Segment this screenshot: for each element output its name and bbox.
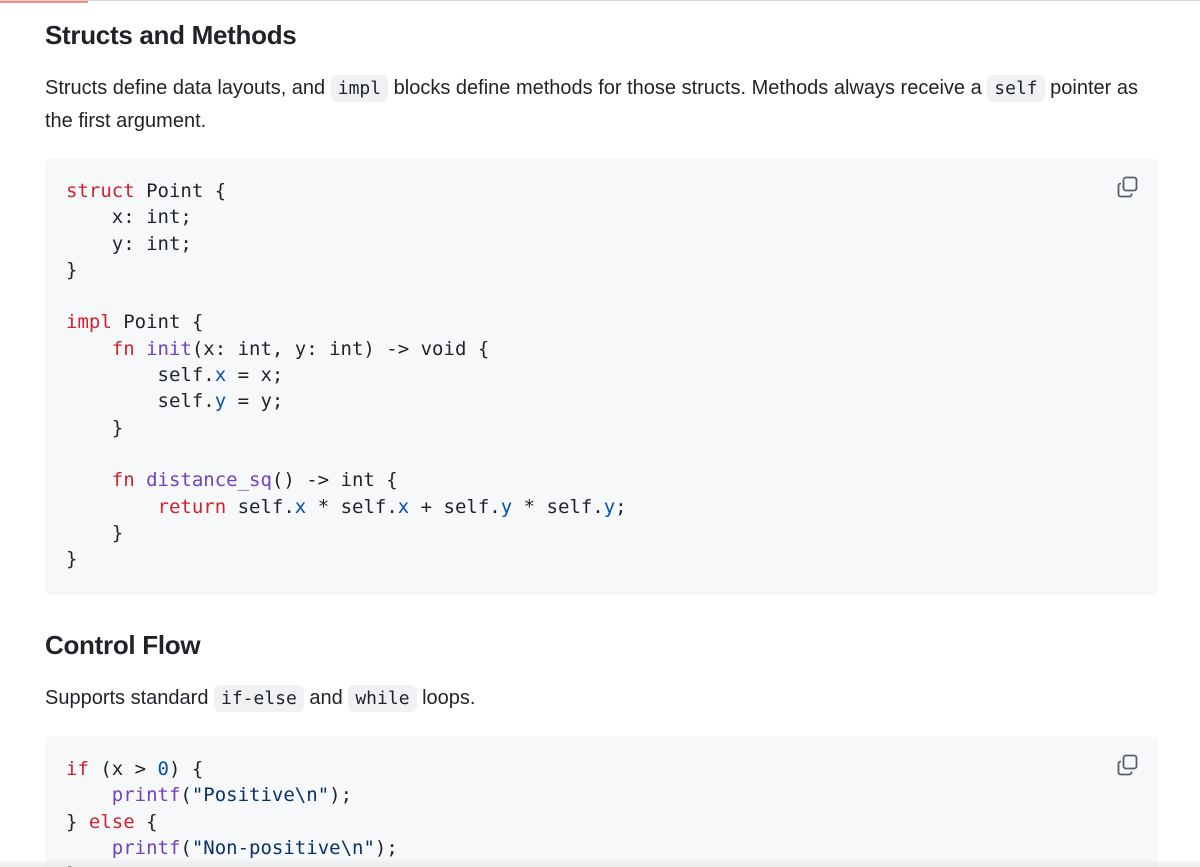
keyword-fn: fn [66,337,147,360]
code-text: { [134,810,158,833]
text: pointer as the first argument. [45,77,1139,132]
function-name-printf: printf [111,836,181,859]
heading-control-flow: Control Flow [45,630,201,660]
property-x: x [214,364,227,387]
code-text: ( [180,784,192,807]
code-text: ); [374,836,398,859]
heading-structs-and-methods: Structs and Methods [45,20,297,50]
keyword-return: return [66,495,227,518]
string-literal: "Non-positive\n" [191,836,375,859]
inline-code-impl: impl [330,75,389,102]
text: blocks define methods for those structs.… [388,77,988,99]
code-text: * self. [512,495,604,518]
code-text: = x; [226,364,284,387]
tab-underline-accent [0,1,88,3]
code-text: x: int; [66,206,192,229]
function-name-distance-sq: distance_sq [146,469,272,492]
keyword-impl: impl [66,311,112,334]
code-text: = y; [226,390,284,413]
keyword-struct: struct [66,180,135,202]
code-text: } [66,521,124,544]
code-text: Point { [134,180,227,202]
code-block-structs: struct Point { x: int; y: int; } impl Po… [45,158,1158,595]
function-name-init: init [146,337,192,360]
copy-icon [1117,754,1138,776]
code-text: } [66,548,78,571]
property-y: y [500,495,513,518]
code-text: self. [66,390,215,413]
bottom-edge-shadow [0,859,1200,867]
code-text: ); [329,784,353,807]
paragraph-structs-description: Structs define data layouts, and impl bl… [45,72,1155,137]
property-y: y [214,390,227,413]
code-text: self. [226,495,295,518]
number-literal: 0 [157,758,169,780]
code-text: self. [66,364,215,387]
function-name-printf: printf [111,784,181,807]
code-content-structs: struct Point { x: int; y: int; } impl Po… [66,178,1137,572]
text: loops. [416,687,476,709]
paragraph-control-flow-description: Supports standard if-else and while loop… [45,682,1155,715]
code-text: + self. [409,495,501,518]
code-text: ( [180,836,192,859]
code-text: * self. [306,495,398,518]
code-text: } [66,416,124,439]
code-text: (x > [88,758,158,780]
inline-code-if-else: if-else [214,685,304,712]
string-literal: "Positive\n" [191,784,330,807]
code-text: y: int; [66,232,192,255]
text: and [303,687,349,709]
code-text: ) { [168,758,204,780]
code-block-control-flow: if (x > 0) { printf("Positive\n"); } els… [45,736,1158,867]
text: Structs define data layouts, and [45,77,331,99]
keyword-if: if [66,758,89,780]
code-text: (x: int, y: int) -> void { [191,337,490,360]
code-text: () -> int { [271,469,398,492]
code-text [66,837,112,859]
inline-code-while: while [348,685,417,712]
code-text: ; [615,495,627,518]
code-text: } [66,258,78,281]
code-content-control-flow: if (x > 0) { printf("Positive\n"); } els… [66,756,1137,867]
copy-button[interactable] [1116,753,1140,777]
property-y: y [603,495,616,518]
keyword-else: else [88,810,135,833]
code-text [66,784,112,806]
code-text: } [66,810,89,833]
copy-icon [1117,176,1138,198]
code-text: Point { [111,311,204,334]
keyword-fn: fn [66,469,147,492]
text: Supports standard [45,687,214,709]
copy-button[interactable] [1116,175,1140,199]
property-x: x [397,495,410,518]
property-x: x [294,495,307,518]
inline-code-self: self [987,75,1045,102]
